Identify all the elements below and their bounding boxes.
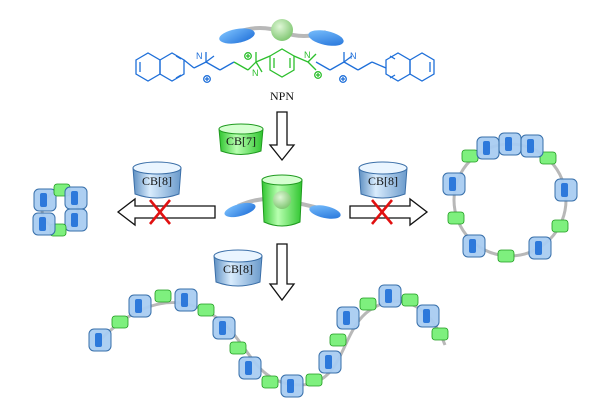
cb8-label-bottom: CB[8] — [223, 262, 253, 276]
molecule-label: NPN — [270, 89, 294, 103]
cb7-label: CB[7] — [226, 134, 256, 148]
blocked-cross-icon — [149, 199, 171, 225]
down-arrow-icon — [268, 243, 296, 302]
cyclic-dimer — [32, 183, 88, 237]
svg-text:N: N — [304, 50, 311, 60]
cb8-label-left: CB[8] — [142, 174, 172, 188]
npn-cb7-complex — [224, 174, 341, 227]
blocked-cross-icon — [371, 199, 393, 225]
svg-text:N: N — [350, 51, 357, 61]
linear-supramolecular-polymer — [88, 284, 449, 398]
right-arrow-icon — [349, 197, 429, 227]
naphthalene-ring-icon — [135, 52, 185, 82]
npn-schematic — [219, 19, 344, 46]
naphthalene-ring-icon — [385, 52, 435, 82]
svg-text:N: N — [196, 51, 203, 61]
down-arrow-icon — [268, 111, 296, 162]
svg-text:N: N — [252, 68, 259, 78]
npn-chemical-structure: N N N N — [135, 48, 435, 83]
left-arrow-icon — [116, 197, 216, 227]
cyclic-oligomer-ring — [442, 132, 578, 263]
cb8-label-right: CB[8] — [368, 174, 398, 188]
